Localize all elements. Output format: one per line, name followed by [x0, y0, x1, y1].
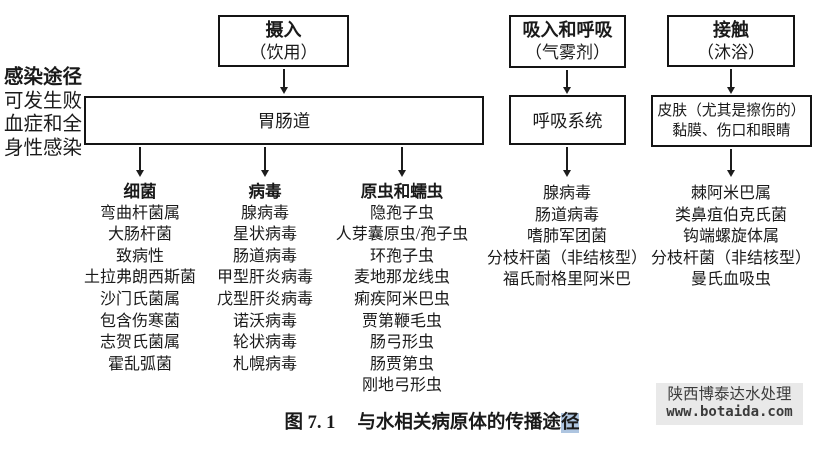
arrow-down-icon [566, 147, 568, 170]
pathogen-column-viruses: 病毒 腺病毒 星状病毒 肠道病毒 甲型肝炎病毒 戊型肝炎病毒 诺沃病毒 轮状病毒… [217, 181, 313, 375]
pathogen-item: 肠道病毒 [232, 247, 298, 265]
site-box-gastrointestinal: 胃肠道 [84, 96, 484, 145]
watermark-company: 陕西博泰达水处理 [667, 386, 792, 403]
figure-number: 图 7. 1 [284, 413, 336, 433]
pathogen-item: 霍乱弧菌 [107, 355, 173, 373]
pathogen-item: 包含伤寒菌 [99, 312, 181, 330]
pathogen-item: 人芽囊原虫/孢子虫 [335, 226, 469, 244]
site-box-skin: 皮肤（尤其是擦伤的） 黏膜、伤口和眼睛 [651, 95, 812, 147]
column-header: 病毒 [248, 182, 282, 201]
pathogen-item: 类鼻疽伯克氏菌 [674, 206, 788, 224]
infection-route-title: 感染途径 [4, 67, 83, 88]
exposure-box-inhalation: 吸入和呼吸 （气雾剂） [509, 15, 626, 68]
pathogen-item: 志贺氏菌属 [99, 334, 181, 352]
pathogen-item: 贾第鞭毛虫 [361, 312, 443, 330]
pathogen-item: 麦地那龙线虫 [353, 269, 451, 287]
arrow-down-icon [730, 69, 732, 87]
exposure-subtitle: （气雾剂） [525, 43, 610, 62]
pathogen-item: 环孢子虫 [369, 247, 435, 265]
pathogen-item: 诺沃病毒 [232, 312, 298, 330]
arrow-down-icon [401, 147, 403, 170]
arrow-down-icon [283, 69, 285, 87]
arrow-down-icon [566, 70, 568, 87]
pathogen-item: 分枝杆菌（非结核型） [650, 249, 812, 267]
site-label-line: 黏膜、伤口和眼睛 [672, 123, 791, 139]
infection-note-line: 血症和全 [4, 114, 83, 135]
pathogen-item: 大肠杆菌 [107, 226, 173, 244]
pathogen-item: 札幌病毒 [232, 355, 298, 373]
arrow-down-icon [264, 147, 266, 170]
figure-caption: 图 7. 1 与水相关病原体的传播途径 [0, 408, 828, 434]
pathogen-column-skin: 棘阿米巴属 类鼻疽伯克氏菌 钩端螺旋体属 分枝杆菌（非结核型） 曼氏血吸虫 [651, 183, 811, 291]
column-header: 细菌 [123, 182, 157, 201]
pathogen-item: 腺病毒 [240, 204, 290, 222]
infection-note-line: 可发生败 [4, 90, 83, 112]
exposure-title: 吸入和呼吸 [522, 20, 613, 40]
column-header: 原虫和蠕虫 [360, 182, 444, 201]
pathogen-column-respiratory: 腺病毒 肠道病毒 嗜肺军团菌 分枝杆菌（非结核型） 福氏耐格里阿米巴 [487, 183, 647, 291]
exposure-title: 接触 [713, 19, 749, 40]
site-label-line: 皮肤（尤其是擦伤的） [657, 103, 806, 119]
pathogen-item: 刚地弓形虫 [361, 377, 443, 395]
exposure-box-ingestion: 摄入 （饮用） [218, 15, 349, 67]
pathogen-item: 肠贾第虫 [369, 355, 435, 373]
arrow-down-icon [139, 147, 141, 170]
pathogen-item: 戊型肝炎病毒 [216, 290, 314, 308]
pathogen-item: 沙门氏菌属 [99, 290, 181, 308]
pathogen-column-protozoa-helminths: 原虫和蠕虫 隐孢子虫 人芽囊原虫/孢子虫 环孢子虫 麦地那龙线虫 痢疾阿米巴虫 … [336, 181, 468, 397]
pathogen-item: 隐孢子虫 [369, 204, 435, 222]
arrow-down-icon [730, 149, 732, 170]
pathogen-item: 弯曲杆菌属 [99, 204, 181, 222]
pathogen-item: 轮状病毒 [232, 334, 298, 352]
pathogen-item: 腺病毒 [542, 185, 592, 202]
pathogen-item: 棘阿米巴属 [690, 185, 772, 202]
pathogen-item: 钩端螺旋体属 [682, 228, 780, 246]
pathogen-item: 土拉弗朗西斯菌 [83, 269, 197, 287]
pathogen-item: 曼氏血吸虫 [690, 271, 772, 289]
infection-note-line: 身性感染 [4, 137, 83, 159]
pathogen-item: 嗜肺军团菌 [526, 228, 608, 246]
pathogen-item: 肠道病毒 [534, 206, 600, 224]
pathogen-item: 福氏耐格里阿米巴 [502, 271, 632, 289]
site-box-respiratory: 呼吸系统 [509, 95, 626, 145]
site-label: 胃肠道 [257, 111, 311, 131]
watermark: 陕西博泰达水处理 www.botaida.com [656, 383, 803, 425]
exposure-subtitle: （沐浴） [697, 42, 765, 62]
exposure-title: 摄入 [265, 19, 302, 40]
pathogen-column-bacteria: 细菌 弯曲杆菌属 大肠杆菌 致病性 土拉弗朗西斯菌 沙门氏菌属 包含伤寒菌 志贺… [84, 181, 196, 375]
infection-route-note: 感染途径 可发生败 血症和全 身性感染 [4, 66, 96, 160]
figure-caption-text: 与水相关病原体的传播途 [357, 413, 561, 433]
pathogen-item: 痢疾阿米巴虫 [353, 290, 451, 308]
pathogen-item: 星状病毒 [232, 226, 298, 244]
exposure-box-contact: 接触 （沐浴） [667, 15, 795, 67]
figure-caption-highlighted-char: 径 [560, 413, 580, 433]
watermark-url: www.botaida.com [666, 404, 793, 420]
pathogen-item: 甲型肝炎病毒 [216, 269, 314, 287]
pathogen-item: 肠弓形虫 [369, 334, 435, 352]
pathogen-item: 致病性 [115, 247, 165, 265]
exposure-subtitle: （饮用） [249, 42, 318, 62]
site-label: 呼吸系统 [532, 110, 603, 131]
pathogen-item: 分枝杆菌（非结核型） [486, 249, 648, 267]
